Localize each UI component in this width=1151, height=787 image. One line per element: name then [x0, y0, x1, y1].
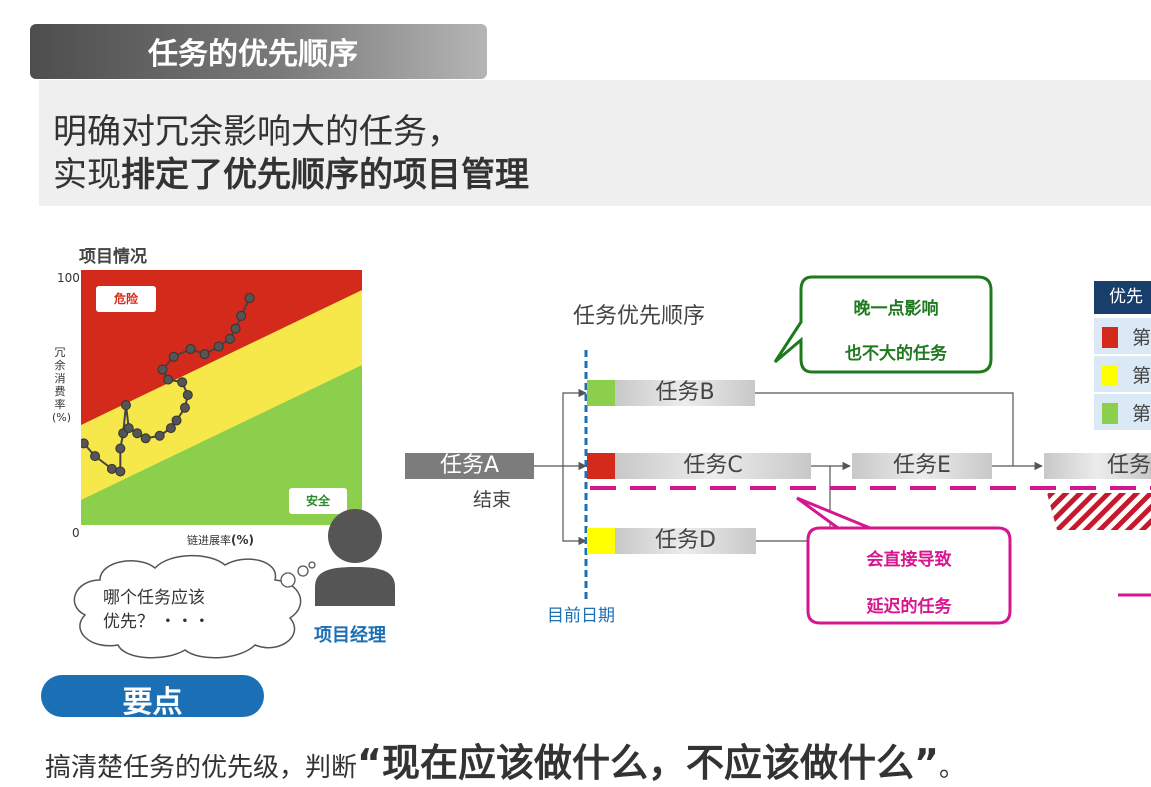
data-point-19: [168, 351, 179, 362]
data-point-17: [163, 374, 174, 385]
green-callout-shape: [773, 275, 993, 374]
data-point-10: [140, 433, 151, 444]
thought-dot-large: [280, 572, 296, 588]
warning-zone: [81, 290, 362, 500]
thought-line1: 哪个任务应该: [103, 588, 205, 608]
data-point-5: [115, 443, 126, 454]
x-axis-label: 链进展率(%): [187, 532, 254, 548]
thought-dot-medium: [297, 565, 309, 577]
data-point-7: [120, 400, 131, 411]
legend-title: 优先: [1094, 281, 1151, 314]
green-callout-line2: 也不大的任务: [845, 344, 947, 364]
data-point-21: [199, 349, 210, 360]
legend-row-2: 第: [1094, 356, 1151, 392]
legend-row-2-label: 第: [1132, 365, 1151, 387]
y-axis-label: 冗余消费率(%): [52, 346, 72, 424]
task-c-priority-swatch: [587, 453, 615, 479]
data-point-14: [179, 402, 190, 413]
task-b: 任务B: [615, 380, 755, 406]
keypoint-suffix: 。: [938, 753, 965, 783]
origin-tick: 0: [72, 526, 80, 540]
thought-dot-small: [308, 561, 316, 569]
headline-line1: 明确对冗余影响大的任务，: [53, 112, 461, 152]
headline-line2-bold: 排定了优先顺序的项目管理: [121, 155, 529, 195]
thought-bubble: [73, 554, 316, 659]
headline-line2-normal: 实现: [53, 155, 121, 195]
legend-swatch-green: [1102, 403, 1118, 424]
data-point-15: [182, 389, 193, 400]
pink-callout-line2: 延迟的任务: [866, 597, 952, 617]
progress-series: [81, 293, 255, 477]
data-point-18: [157, 364, 168, 375]
data-point-4: [115, 466, 126, 477]
x-axis-unit: (%): [231, 533, 254, 547]
data-point-11: [154, 430, 165, 441]
task-e: 任务E: [852, 453, 992, 479]
thought-line2: 优先？ ・・・: [103, 612, 211, 632]
buffer-hatch: [1047, 493, 1151, 530]
diagram-title: 任务优先顺序: [573, 304, 706, 329]
legend-swatch-red: [1102, 327, 1118, 348]
task-a: 任务A: [405, 453, 534, 479]
green-callout-line1: 晚一点影响: [853, 299, 939, 319]
data-point-26: [244, 293, 255, 304]
safe-label: 安全: [289, 488, 347, 514]
task-b-priority-swatch: [587, 380, 615, 406]
pink-callout-line1: 会直接导致: [866, 550, 952, 570]
thought-text: 哪个任务应该 优先？ ・・・: [103, 586, 210, 634]
today-label: 目前日期: [547, 606, 615, 626]
diagram-connectors: [534, 275, 1151, 625]
keypoint-text: 搞清楚任务的优先级，判断“现在应该做什么，不应该做什么”。: [45, 732, 965, 787]
pink-callout-text: 会直接导致 延迟的任务: [808, 545, 1010, 617]
legend-row-3-label: 第: [1132, 403, 1151, 425]
data-point-12: [165, 423, 176, 434]
task-d: 任务D: [615, 528, 756, 554]
data-point-24: [230, 323, 241, 334]
data-point-13: [171, 415, 182, 426]
data-point-8: [123, 423, 134, 434]
task-d-priority-swatch: [587, 528, 615, 554]
arrows: [534, 388, 1043, 546]
headline-panel: 明确对冗余影响大的任务， 实现排定了优先顺序的项目管理: [39, 80, 1151, 206]
manager-label: 项目经理: [314, 625, 386, 646]
keypoint-badge: 要点: [41, 675, 264, 717]
danger-label: 危险: [96, 286, 156, 312]
data-point-22: [213, 341, 224, 352]
pink-callout-shape: [796, 496, 1012, 625]
legend-swatch-yellow: [1102, 365, 1118, 386]
legend-row-1-label: 第: [1132, 327, 1151, 349]
x-axis-label-text: 链进展率: [187, 534, 231, 547]
data-point-20: [185, 344, 196, 355]
task-f: 任务: [1044, 453, 1151, 479]
thought-cloud: [73, 554, 302, 659]
data-point-1: [81, 438, 89, 449]
keypoint-prefix: 搞清楚任务的优先级，判断: [45, 753, 358, 783]
page-title: 任务的优先顺序: [30, 24, 487, 79]
legend-row-1: 第: [1094, 318, 1151, 354]
chart-title: 项目情况: [79, 247, 147, 267]
end-label: 结束: [473, 489, 512, 511]
data-point-16: [177, 377, 188, 388]
data-point-9: [132, 428, 143, 439]
green-callout-text: 晚一点影响 也不大的任务: [801, 294, 991, 364]
manager-person-icon: [315, 509, 395, 606]
task-c: 任务C: [615, 453, 811, 479]
data-point-25: [236, 310, 247, 321]
data-point-23: [224, 333, 235, 344]
y-max-tick: 100: [57, 271, 80, 285]
headline-line2: 实现排定了优先顺序的项目管理: [53, 147, 529, 196]
data-point-2: [90, 451, 101, 462]
legend-row-3: 第: [1094, 394, 1151, 430]
keypoint-quote: “现在应该做什么，不应该做什么”: [357, 741, 939, 785]
